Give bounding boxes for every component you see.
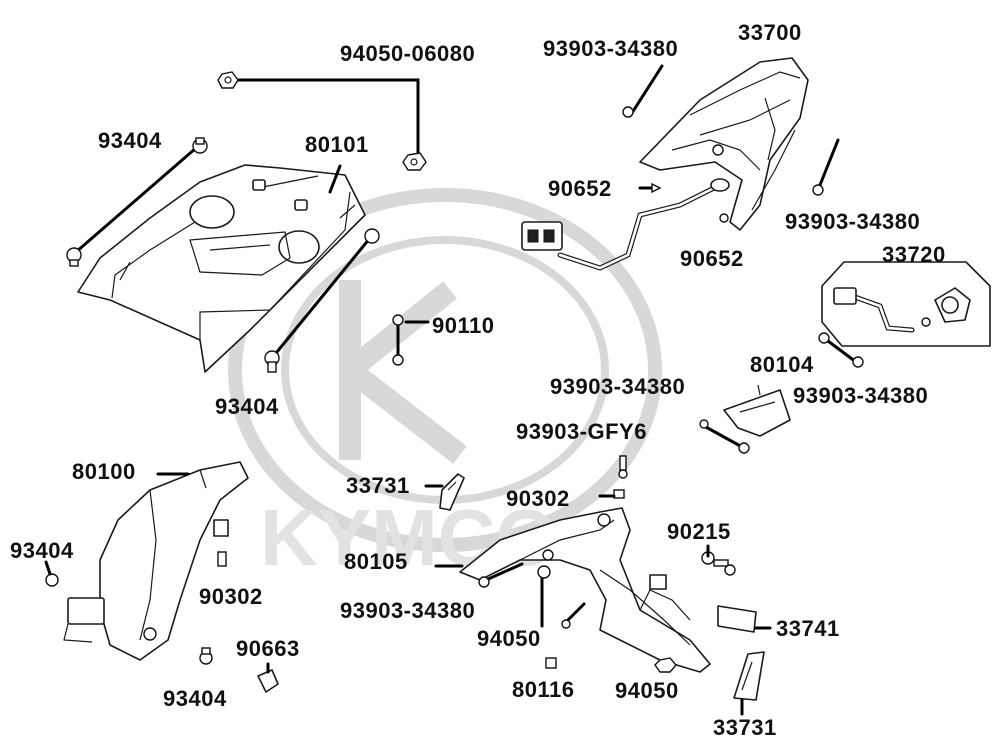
part-80104-cover (723, 384, 791, 437)
clip-90302-lower (217, 551, 227, 567)
label-33731-upper: 33731 (346, 473, 410, 498)
screw-93903-GFY6 (618, 455, 628, 479)
bolt-93404-d (264, 350, 280, 373)
label-33741: 33741 (776, 616, 840, 641)
label-90663: 90663 (236, 636, 300, 661)
label-80105: 80105 (344, 549, 408, 574)
label-93903-GFY6: 93903-GFY6 (516, 419, 647, 444)
bolt-93404-bottom (199, 647, 213, 665)
label-93404-bottom: 93404 (163, 686, 227, 711)
leader-93404-left (44, 560, 52, 576)
label-90110: 90110 (432, 313, 495, 338)
part-33731-reflector-b (733, 651, 765, 701)
label-80104: 80104 (750, 352, 814, 377)
leader-93903-34380-top (628, 64, 664, 118)
part-33731-reflector-a (439, 473, 465, 511)
part-80105-fender-bracket (459, 507, 711, 673)
bolt-90215 (701, 551, 736, 576)
leader-screw-mid (564, 602, 586, 624)
leader-80101 (328, 164, 342, 194)
label-90302-upper: 90302 (506, 486, 570, 511)
label-94050-right: 94050 (615, 678, 679, 703)
screw-93903-34380-bottom (478, 576, 490, 588)
label-80116: 80116 (512, 677, 575, 702)
nut-94050-06080-a (217, 71, 239, 89)
leader-93903-34380-box (822, 336, 858, 364)
screw-93903-34380-right (812, 184, 824, 196)
leader-93903-34380-right (816, 138, 840, 192)
part-80101-rear-panel (77, 164, 366, 373)
bolt-93404-b (66, 247, 82, 267)
clip-90652-a (651, 182, 662, 194)
leader-93903-34380-bottom (484, 562, 524, 582)
bolt-93404-left (45, 573, 59, 587)
label-33731-lower: 33731 (713, 715, 777, 740)
label-90215: 90215 (667, 519, 731, 544)
label-33700: 33700 (738, 20, 802, 45)
leader-93903-34380-mid (702, 424, 746, 450)
label-90302-lower: 90302 (199, 584, 263, 609)
part-33700-taillight (639, 57, 809, 231)
label-93404-center: 93404 (215, 394, 279, 419)
screw-93903-34380-top (622, 106, 634, 118)
label-93903-34380-bottom: 93903-34380 (340, 598, 476, 623)
label-93404-upper-left: 93404 (98, 128, 162, 153)
label-80101: 80101 (305, 132, 369, 157)
part-90110-bolt-pair (392, 314, 430, 366)
bolt-93404-c (364, 228, 380, 244)
part-80100-fender (63, 461, 249, 661)
part-80116-clip (545, 657, 557, 669)
label-90652-upper: 90652 (548, 176, 612, 201)
part-33720-box (821, 261, 991, 347)
nut-94050-06080-b (402, 152, 427, 171)
label-93903-34380-right2: 93903-34380 (793, 383, 929, 408)
screw-93903-34380-mid (699, 419, 750, 454)
clip-90652-b (719, 213, 729, 223)
wire-harness-33700 (521, 178, 730, 271)
leader-93404-upper (74, 146, 198, 254)
bolt-93404-a (192, 137, 208, 154)
screw-80116-area (561, 619, 571, 629)
label-90652-lower: 90652 (680, 246, 744, 271)
screw-93903-34380-box (818, 332, 864, 368)
label-93903-34380-mid: 93903-34380 (550, 374, 686, 399)
label-94050-center: 94050 (477, 626, 541, 651)
label-93404-left: 93404 (10, 538, 74, 563)
nut-94050-b (654, 657, 677, 673)
clip-90302-upper (613, 489, 625, 499)
leader-93404-lower (270, 236, 372, 360)
part-33741-plate (717, 605, 757, 633)
label-33720: 33720 (882, 242, 946, 267)
label-80100: 80100 (72, 459, 136, 484)
label-94050-06080: 94050-06080 (340, 41, 476, 66)
kymco-watermark: KYMCO (228, 188, 662, 582)
leader-94050-06080 (228, 78, 420, 157)
label-93903-34380-top: 93903-34380 (543, 36, 679, 61)
label-93903-34380-right: 93903-34380 (785, 209, 921, 234)
nut-94050-a (537, 565, 551, 579)
